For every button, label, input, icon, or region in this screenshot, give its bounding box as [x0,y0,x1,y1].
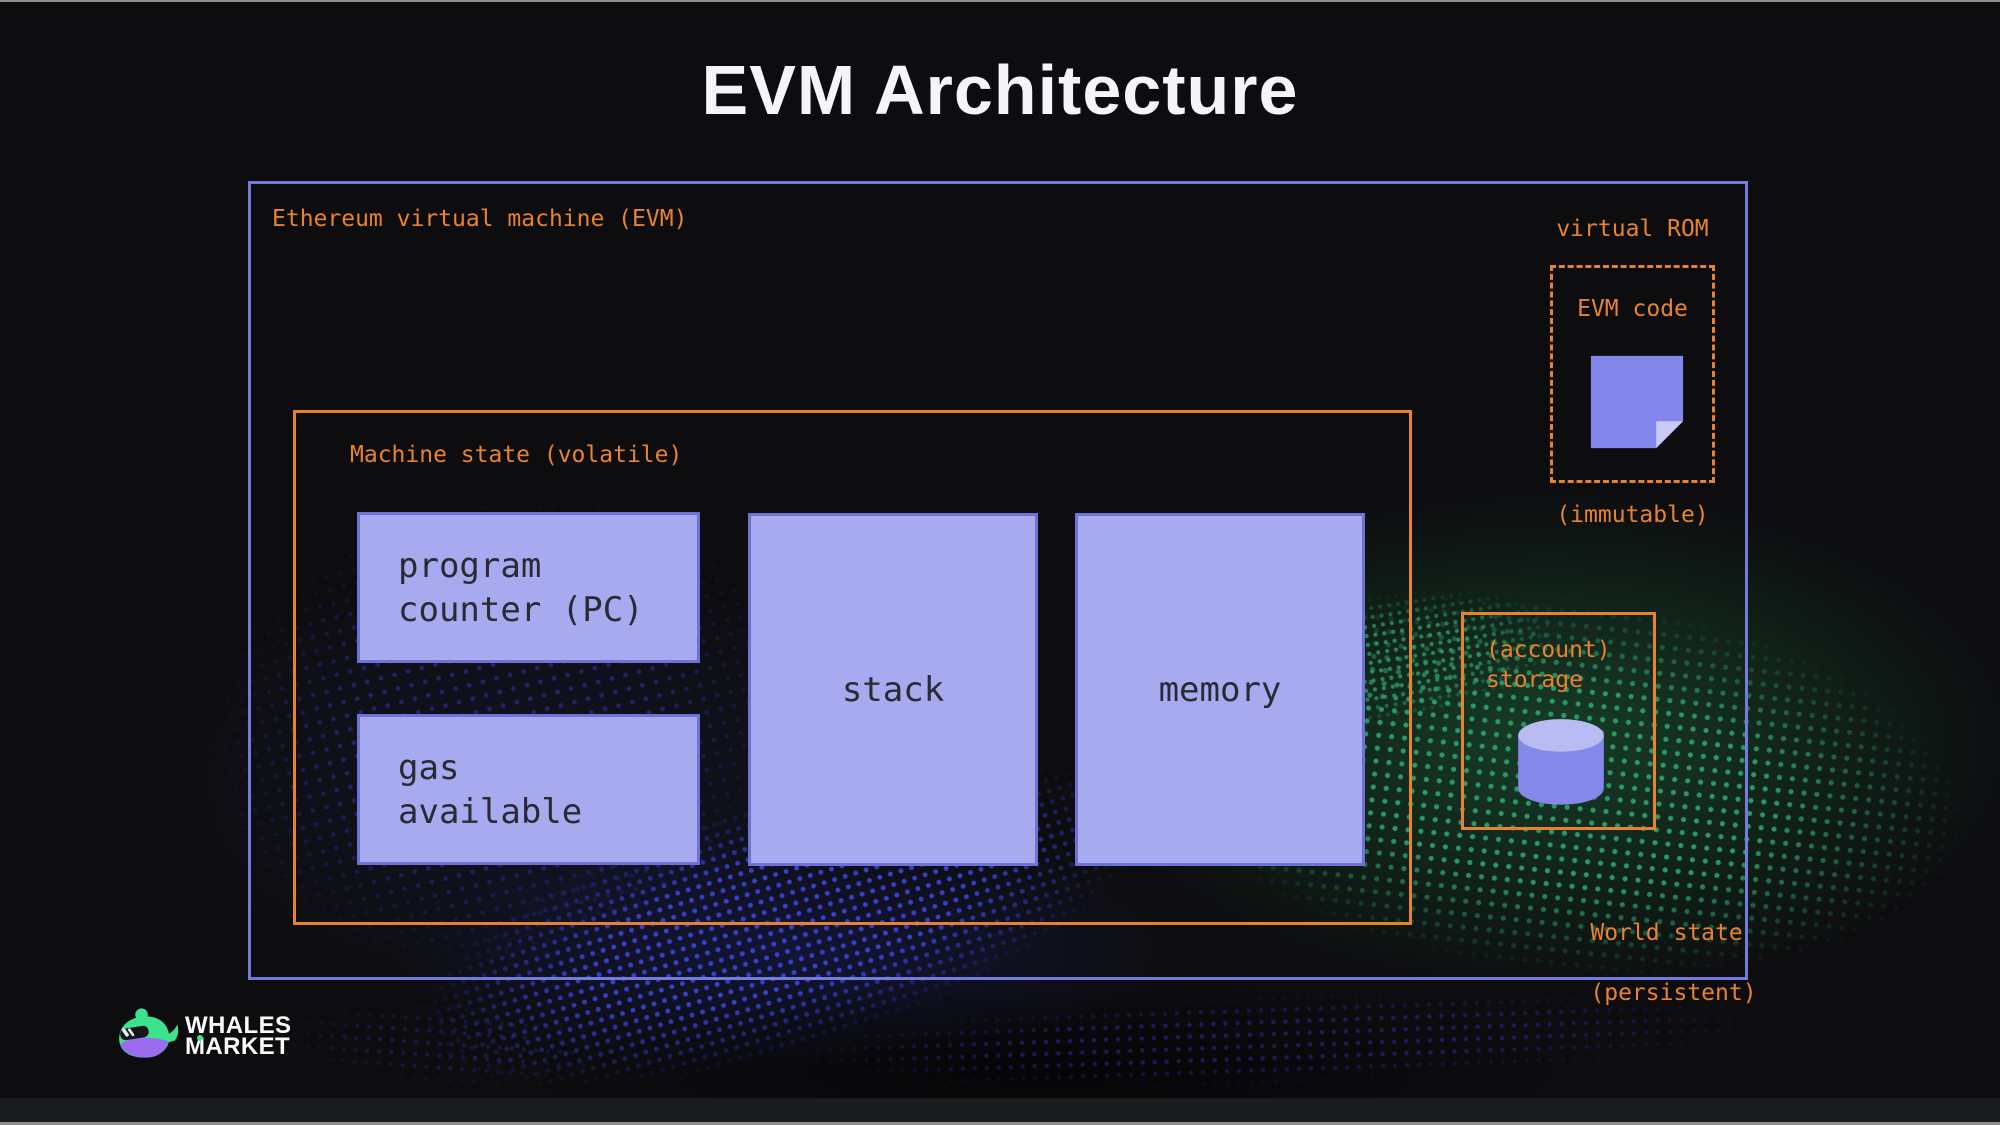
memory-box: memory [1075,513,1365,866]
gas-available-label-line1: gas [398,747,460,788]
account-storage-label: (account) storage [1486,635,1611,695]
program-counter-label-line1: program [398,545,542,586]
machine-state-label: Machine state (volatile) [350,442,683,468]
whale-icon [119,1008,179,1058]
account-storage-label-line2: storage [1486,667,1583,693]
sticky-note-icon [1590,355,1684,449]
account-storage-box: (account) storage [1461,612,1656,830]
memory-label: memory [1158,669,1282,710]
virtual-rom-box: EVM code [1550,265,1715,483]
evm-code-label: EVM code [1577,296,1688,322]
immutable-label: (immutable) [1556,502,1709,528]
world-state-label: World state (persistent) [1535,888,1757,1038]
evm-box-label: Ethereum virtual machine (EVM) [272,206,688,232]
account-storage-label-line1: (account) [1486,637,1611,663]
logo-green-dot [197,1035,203,1041]
program-counter-box: program counter (PC) [357,512,700,663]
world-state-label-line1: World state [1590,920,1743,946]
top-edge-line [0,0,2000,2]
world-state-label-line2: (persistent) [1590,980,1757,1006]
gas-available-box: gas available [357,714,700,865]
virtual-rom-label: virtual ROM [1556,216,1709,242]
stack-label: stack [841,669,945,710]
database-cylinder-icon [1518,719,1604,805]
stack-box: stack [748,513,1038,866]
page-title: EVM Architecture [701,51,1299,129]
gas-available-label-line2: available [398,791,583,832]
program-counter-label-line2: counter (PC) [398,589,644,630]
bottom-band [0,1098,2000,1125]
